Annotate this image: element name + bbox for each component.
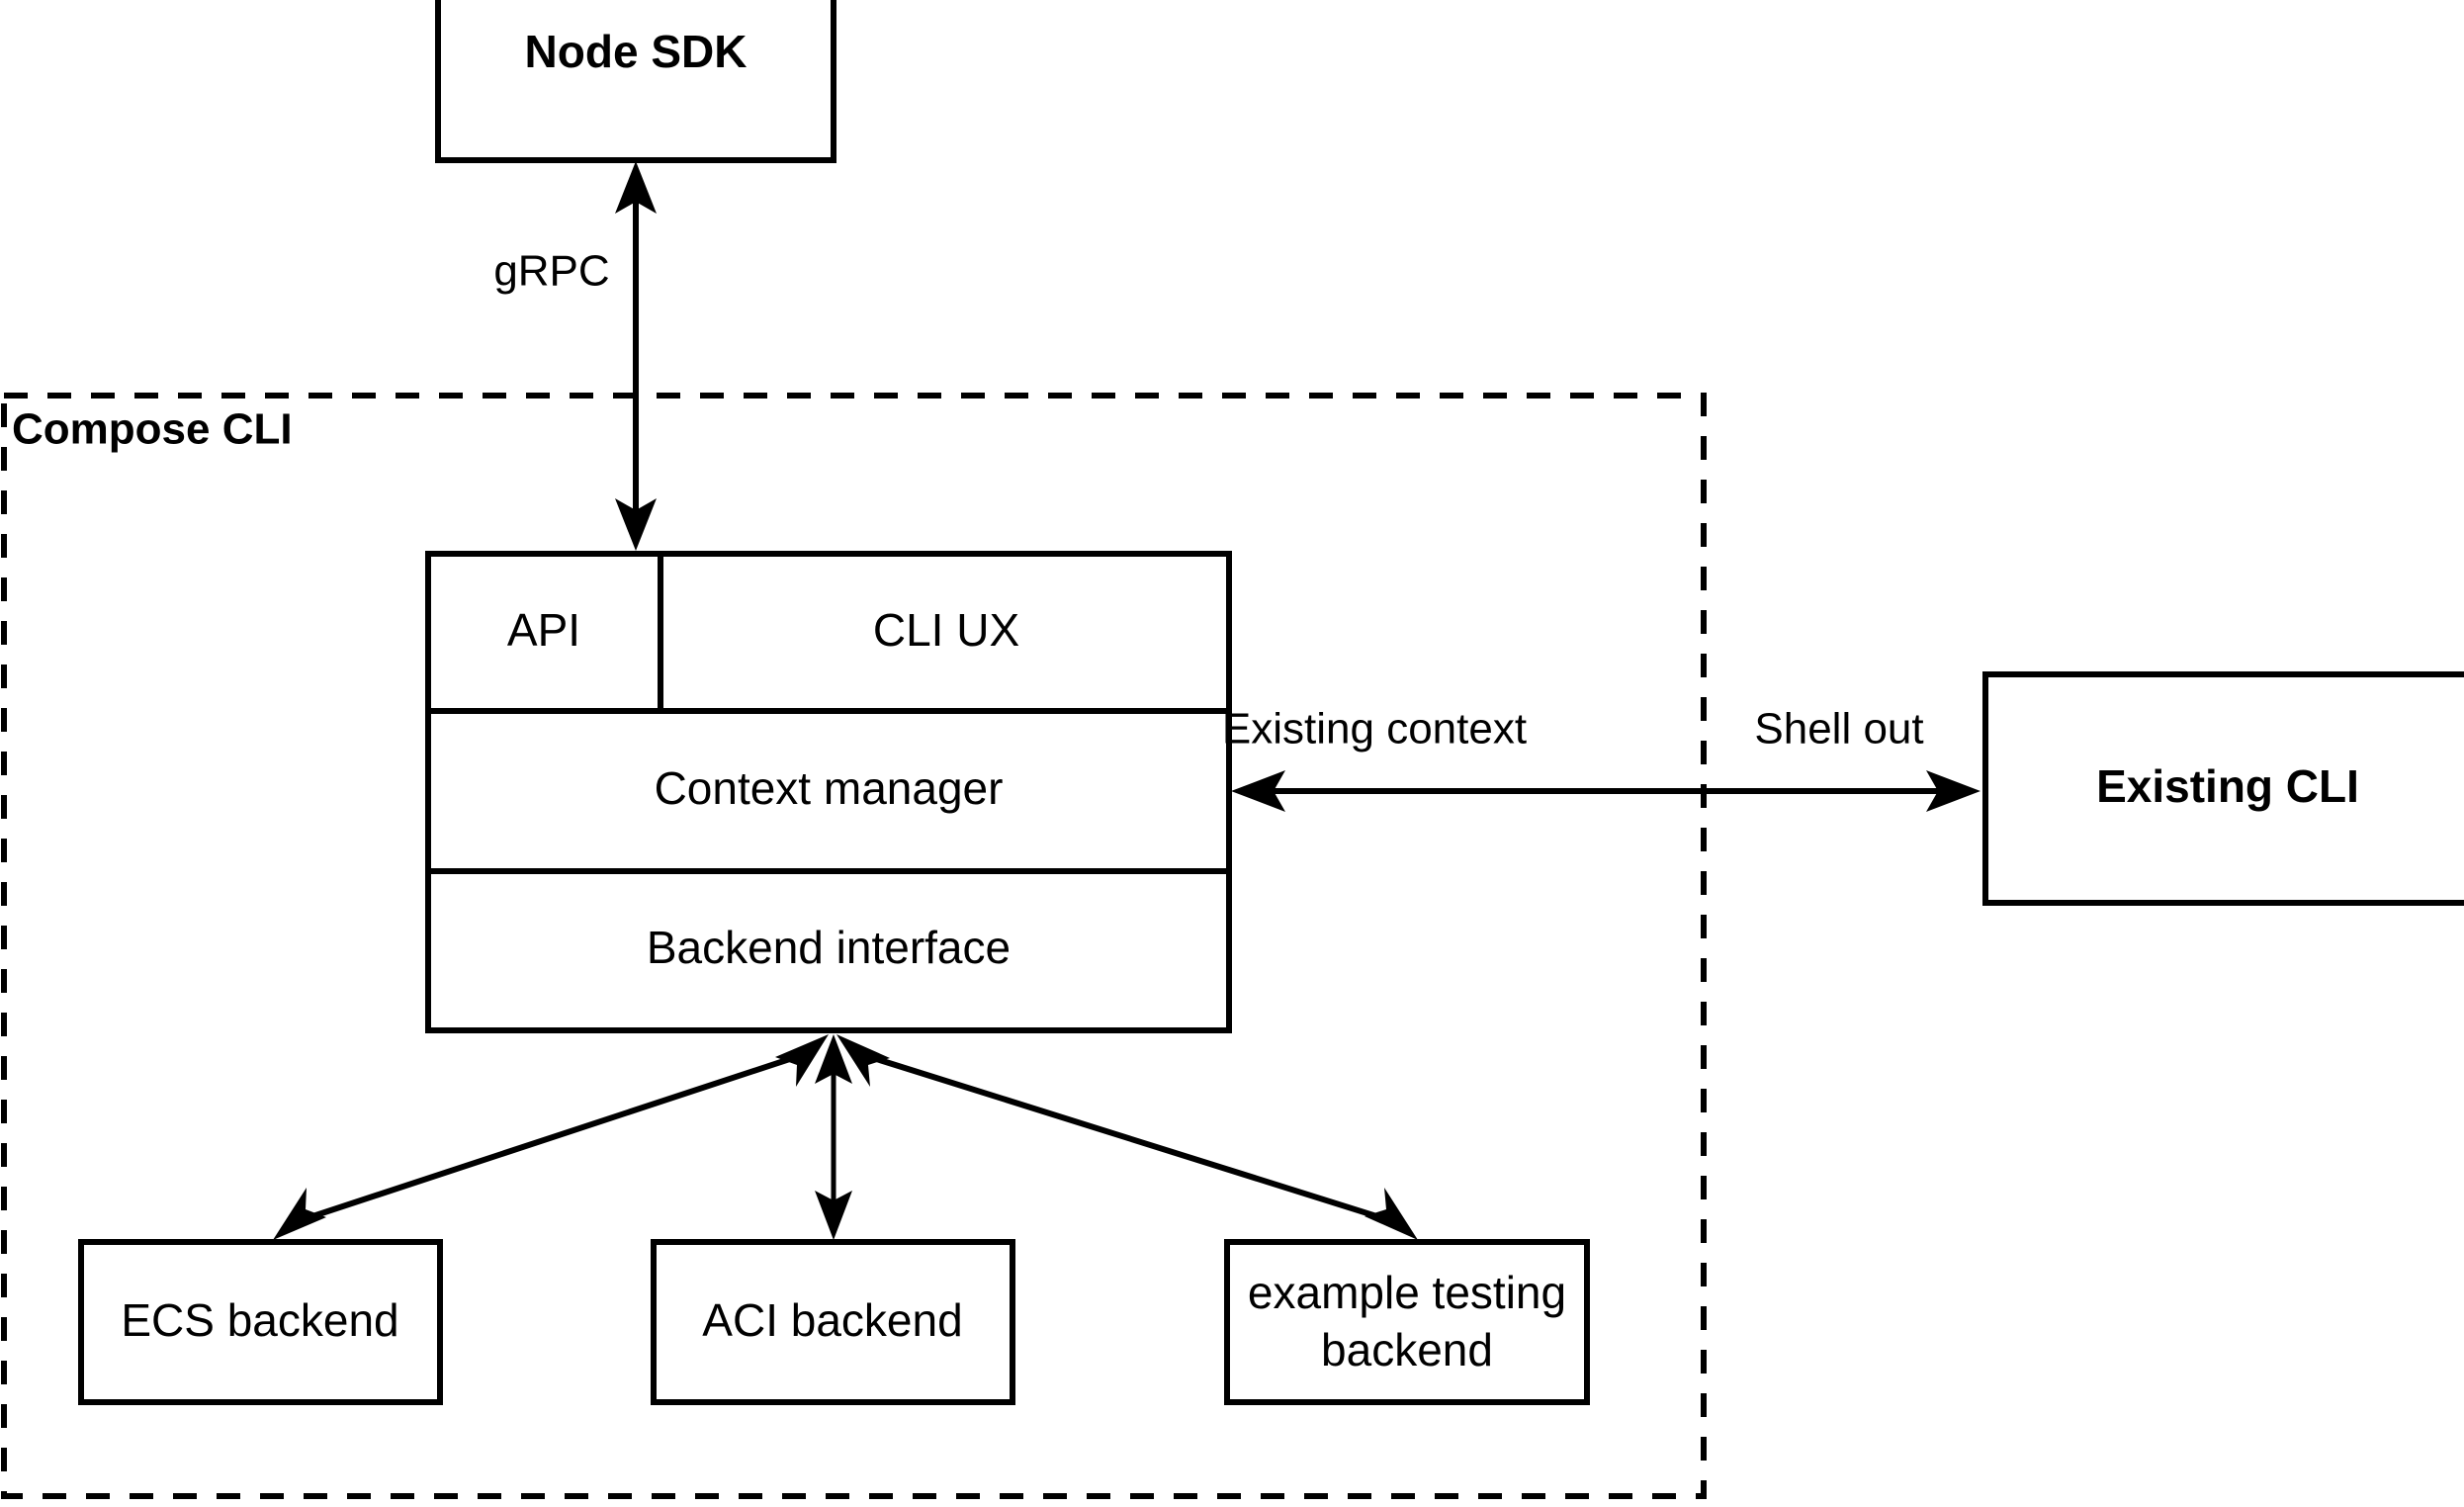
edge-grpc-arrowhead-down — [615, 498, 657, 551]
edge-existing-context-label: Existing context — [1222, 705, 1527, 754]
node-aci-backend[interactable] — [651, 1239, 1015, 1405]
edge-grpc-arrowhead-up — [615, 161, 657, 214]
node-existing-cli-label: Existing CLI — [2096, 760, 2359, 812]
node-api-label: API — [507, 604, 580, 656]
node-example-testing-backend-label-line2: backend — [1321, 1324, 1493, 1375]
node-backend-interface-label: Backend interface — [647, 922, 1011, 973]
edge-to-example-arrowhead-bottom — [1364, 1188, 1418, 1240]
node-existing-cli[interactable] — [1982, 671, 2464, 906]
node-example-testing-backend[interactable] — [1224, 1239, 1590, 1405]
node-example-testing-backend-label-line1: example testing — [1248, 1267, 1566, 1318]
node-ecs-backend[interactable] — [78, 1239, 443, 1405]
node-node-sdk-label: Node SDK — [525, 26, 748, 77]
edge-to-ecs-arrowhead-top — [775, 1034, 829, 1087]
edge-shell-out-arrowhead — [1926, 770, 1980, 812]
edge-grpc-label: gRPC — [493, 247, 609, 296]
edge-to-example-arrowhead-top — [836, 1034, 890, 1087]
node-ecs-backend-label: ECS backend — [121, 1294, 398, 1346]
group-compose-cli — [1, 393, 1707, 1499]
node-node-sdk[interactable] — [435, 0, 836, 163]
node-compose-cli-stack — [425, 551, 1232, 1033]
edge-existing-context-arrowhead — [1231, 770, 1285, 812]
edge-to-example-line — [850, 1048, 1403, 1227]
edge-to-ecs-arrowhead-bottom — [273, 1188, 326, 1240]
node-aci-backend-label: ACI backend — [702, 1294, 962, 1346]
node-cli-ux-label: CLI UX — [873, 604, 1019, 656]
node-context-manager-label: Context manager — [655, 762, 1004, 814]
edge-to-ecs-line — [288, 1048, 815, 1227]
group-compose-cli-label: Compose CLI — [12, 405, 293, 454]
edge-to-aci-arrowhead-bottom — [815, 1191, 852, 1240]
edge-shell-out-label: Shell out — [1754, 705, 1923, 754]
edge-to-aci-arrowhead-top — [815, 1034, 852, 1084]
